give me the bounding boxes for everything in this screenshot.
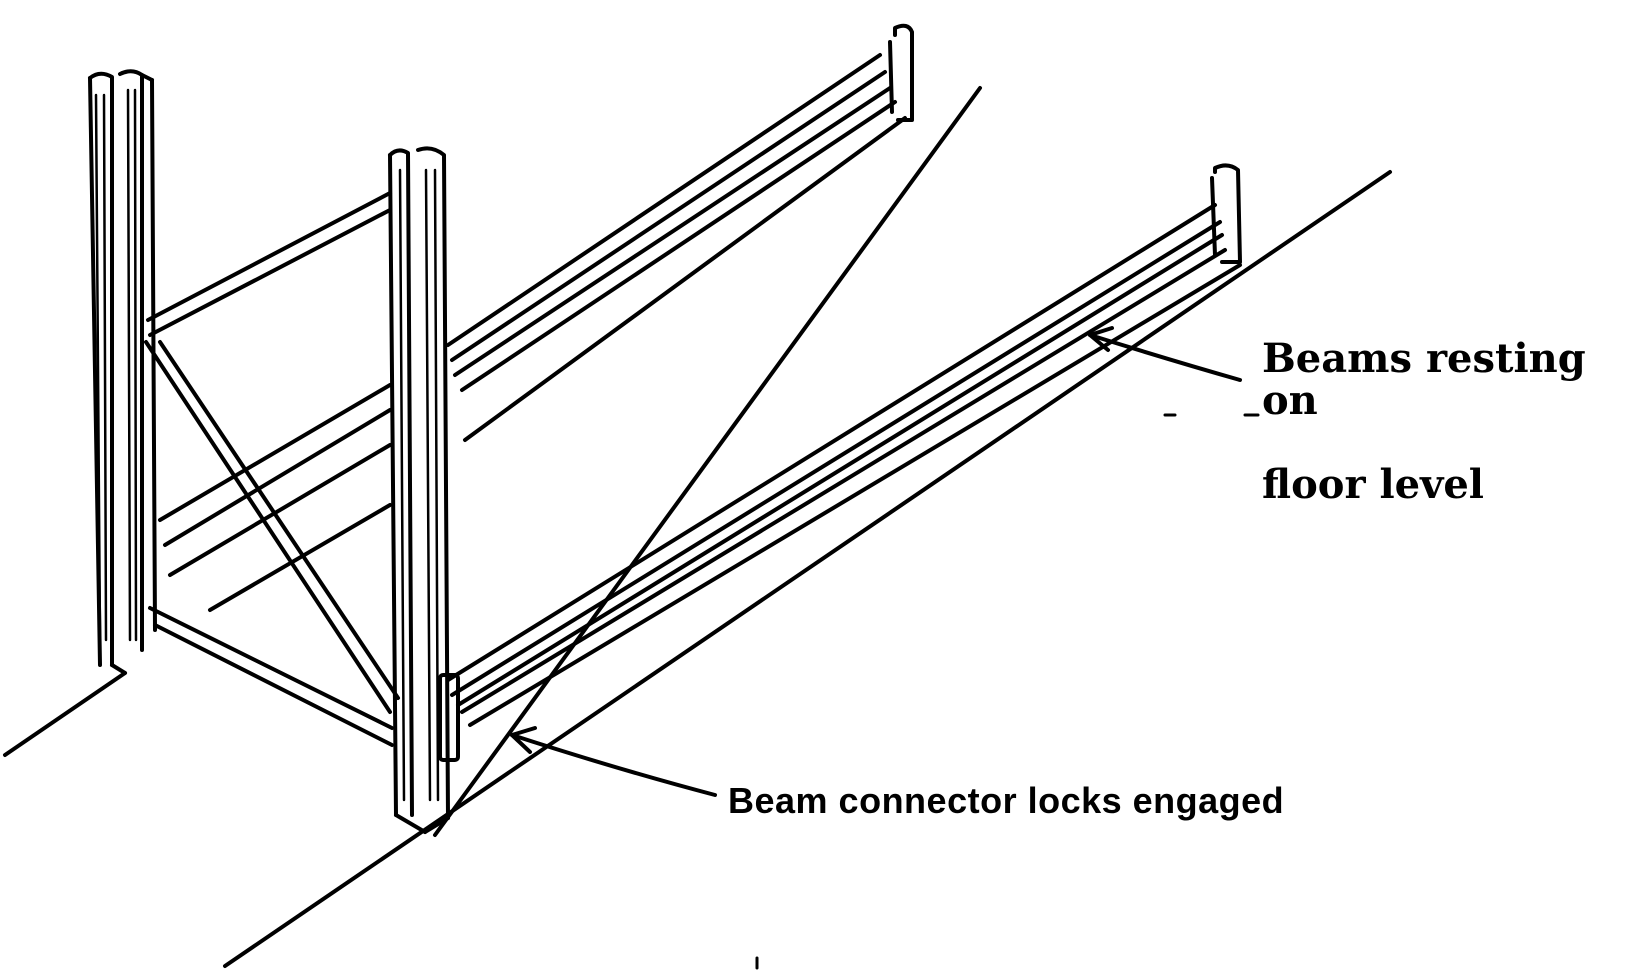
floor-lines bbox=[3, 86, 1392, 968]
label-beams-floor-line2: floor level bbox=[1262, 461, 1484, 508]
scan-specks bbox=[755, 413, 1260, 970]
label-beams-floor-line1: Beams resting on bbox=[1262, 335, 1586, 424]
connector-lock bbox=[438, 673, 460, 762]
front-beam bbox=[446, 163, 1242, 727]
leader-arrow-beams bbox=[1088, 326, 1242, 382]
front-upright bbox=[388, 146, 450, 834]
label-beams-floor: Beams resting on floor level bbox=[1262, 296, 1628, 506]
leader-arrow-connector bbox=[510, 726, 717, 797]
back-beam bbox=[158, 23, 914, 612]
rear-upright bbox=[88, 69, 157, 675]
label-connector-locks: Beam connector locks engaged bbox=[728, 780, 1285, 821]
frame-bracing bbox=[144, 191, 400, 747]
